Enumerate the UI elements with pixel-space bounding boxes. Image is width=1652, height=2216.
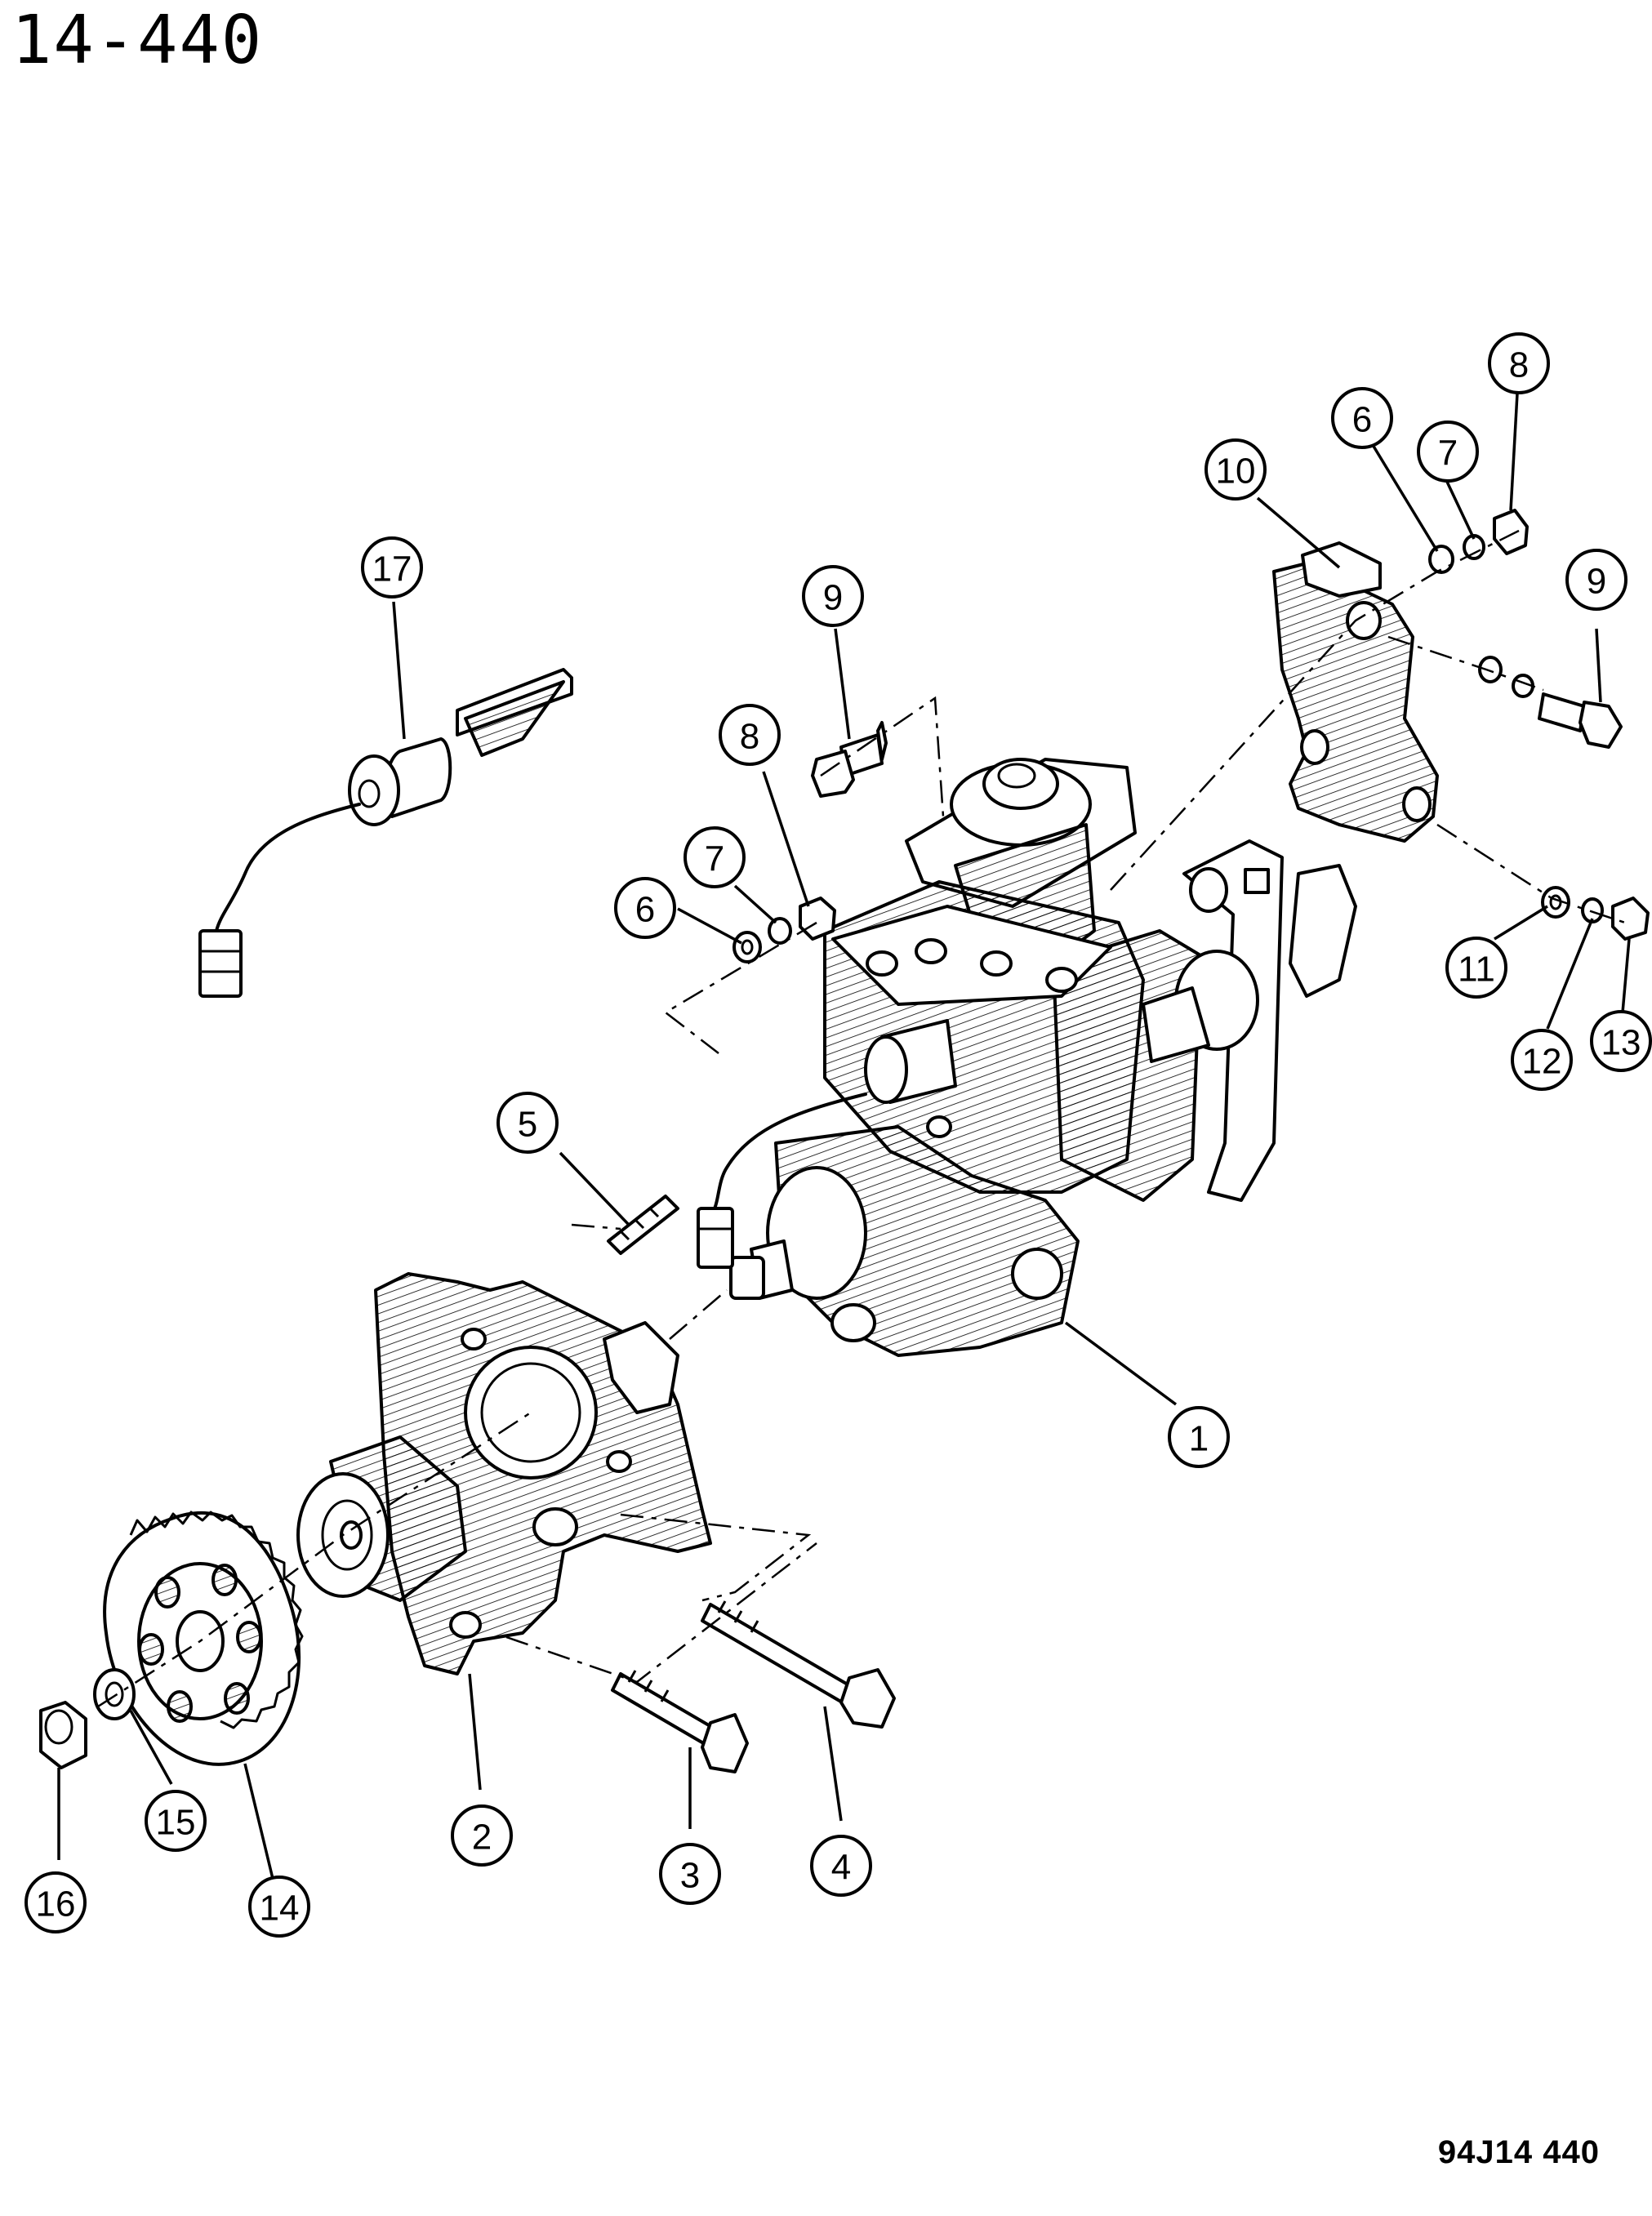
callout-1-label: 1 [1189, 1419, 1209, 1459]
callout-7-left-label: 7 [705, 839, 724, 879]
callout-4-label: 4 [831, 1848, 851, 1888]
callout-5: 5 [496, 1092, 559, 1154]
figure-code: 94J14 440 [1437, 2134, 1600, 2170]
callout-8-left-label: 8 [740, 717, 759, 757]
washer-15-part [93, 1668, 136, 1720]
pump-sprocket-part [103, 1511, 304, 1766]
callout-10-label: 10 [1216, 452, 1256, 492]
callout-8-right: 8 [1488, 332, 1550, 394]
callout-8-right-label: 8 [1509, 345, 1529, 385]
callout-6-right: 6 [1331, 387, 1393, 449]
callout-14-label: 14 [260, 1889, 300, 1929]
bolt-4-part [701, 1600, 896, 1729]
nut-16-part [39, 1701, 87, 1769]
callout-3: 3 [659, 1843, 721, 1905]
callout-10: 10 [1204, 438, 1267, 501]
callout-12-label: 12 [1522, 1042, 1562, 1082]
callout-13: 13 [1590, 1010, 1652, 1072]
callout-13-label: 13 [1601, 1023, 1641, 1063]
front-housing-part [374, 1272, 712, 1675]
callout-16: 16 [24, 1871, 87, 1933]
callout-12: 12 [1511, 1029, 1573, 1091]
callout-2: 2 [451, 1804, 513, 1867]
page-number: 14-440 [11, 2, 264, 79]
bolt-9-center [811, 721, 888, 798]
callout-9-center: 9 [802, 565, 864, 627]
callout-15: 15 [145, 1790, 207, 1852]
callout-6-left-label: 6 [635, 890, 655, 930]
callout-leaders [57, 393, 1631, 1883]
callout-6-left: 6 [614, 877, 676, 939]
callout-17: 17 [361, 536, 423, 598]
callout-15-label: 15 [156, 1803, 196, 1843]
callout-11: 11 [1445, 937, 1507, 999]
callout-7-right-label: 7 [1438, 434, 1458, 474]
assembly-centerlines [97, 529, 1626, 1708]
callout-6-right-label: 6 [1352, 400, 1372, 440]
callout-7-left: 7 [684, 826, 746, 888]
callout-1: 1 [1168, 1406, 1230, 1468]
fastener-group-left [732, 897, 836, 963]
callout-9-right: 9 [1565, 549, 1628, 611]
callout-11-label: 11 [1458, 950, 1495, 990]
callout-14: 14 [248, 1876, 310, 1938]
callout-7-right: 7 [1417, 421, 1479, 483]
callout-17-label: 17 [372, 550, 412, 590]
callout-9-right-label: 9 [1587, 562, 1606, 602]
pump-bracket-part [1272, 541, 1439, 843]
callout-4: 4 [810, 1835, 872, 1897]
callout-5-label: 5 [518, 1105, 537, 1145]
callout-3-label: 3 [680, 1856, 700, 1896]
injection-pump-part [697, 758, 1357, 1357]
fastener-group-right-bottom [1541, 886, 1650, 941]
bolt-3-part [611, 1670, 749, 1773]
callout-16-label: 16 [36, 1884, 76, 1925]
stud-5-part [607, 1195, 679, 1255]
fastener-group-right-top [1428, 509, 1529, 574]
shutoff-solenoid-part [198, 668, 573, 998]
callout-2-label: 2 [472, 1818, 492, 1858]
bolt-9-right [1478, 656, 1623, 749]
callout-9-center-label: 9 [823, 578, 843, 618]
callout-8-left: 8 [719, 704, 781, 766]
